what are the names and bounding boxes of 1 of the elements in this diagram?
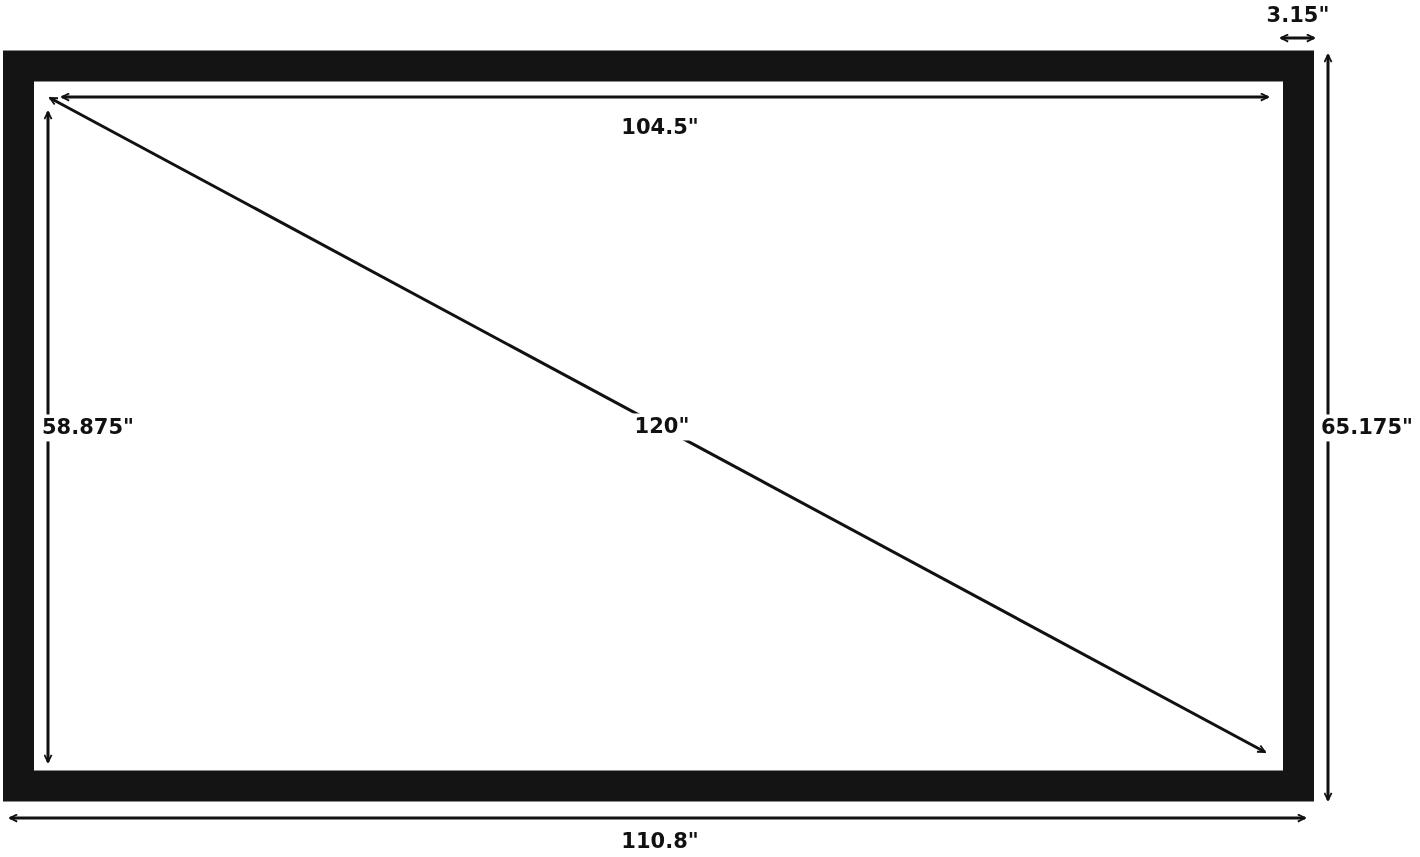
dimension-label: 120" (631, 413, 693, 441)
